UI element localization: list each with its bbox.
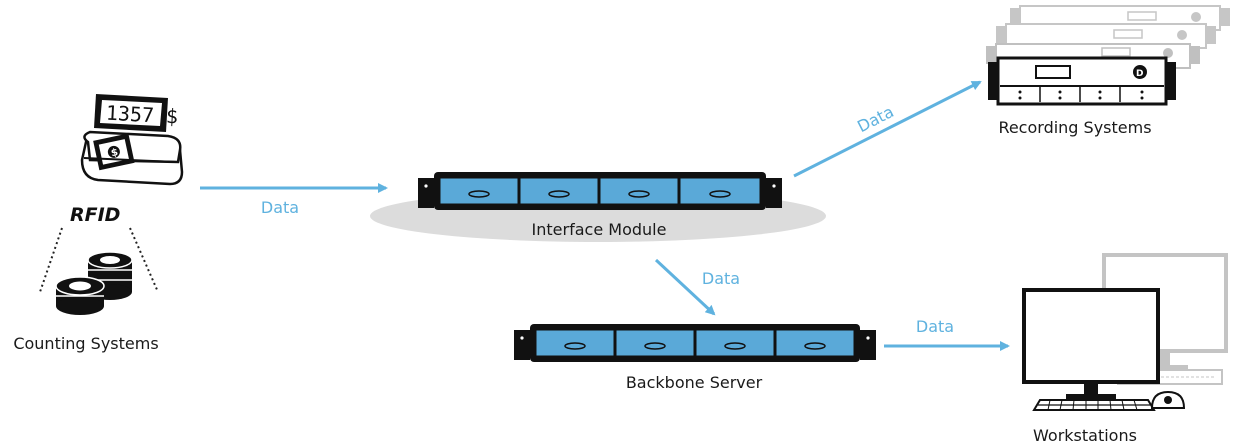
interface-server-icon xyxy=(418,172,782,210)
edge-label: Data xyxy=(702,269,740,288)
counting-systems-label: Counting Systems xyxy=(13,334,158,353)
rfid-signal-right xyxy=(129,227,159,293)
edge-label: Data xyxy=(854,102,897,136)
rfid-label: RFID xyxy=(70,204,120,226)
money-counter-icon: 1357 $ $ xyxy=(80,94,184,186)
data-arrow xyxy=(654,258,716,316)
workstations-icon xyxy=(1022,253,1228,411)
counting-systems-node: 1357 $ $ RFID xyxy=(13,94,184,353)
edge-counting-to-interface: Data xyxy=(200,183,388,217)
rfid-signal-left xyxy=(39,227,63,293)
casino-chips-icon xyxy=(55,251,133,315)
counter-display-text: 1357 $ xyxy=(105,101,178,129)
backbone-server-label: Backbone Server xyxy=(626,373,763,392)
edge-interface-to-backbone: Data xyxy=(654,258,740,316)
edge-label: Data xyxy=(916,317,954,336)
edge-interface-to-recording: Data xyxy=(793,80,982,178)
recording-systems-label: Recording Systems xyxy=(998,118,1151,137)
backbone-server-icon xyxy=(514,324,876,362)
edge-label: Data xyxy=(261,198,299,217)
workstations-node: Workstations xyxy=(1022,253,1228,445)
interface-module-node: Interface Module xyxy=(370,172,826,242)
backbone-server-node: Backbone Server xyxy=(514,324,876,392)
svg-text:D: D xyxy=(1136,69,1143,79)
recording-systems-icon: D xyxy=(986,5,1230,106)
workstations-label: Workstations xyxy=(1033,426,1137,445)
data-arrow xyxy=(793,80,982,178)
recording-systems-node: D Recording Systems xyxy=(986,5,1230,137)
edge-backbone-to-workstations: Data xyxy=(884,317,1010,351)
interface-module-label: Interface Module xyxy=(532,220,667,239)
svg-text:$: $ xyxy=(110,147,119,159)
